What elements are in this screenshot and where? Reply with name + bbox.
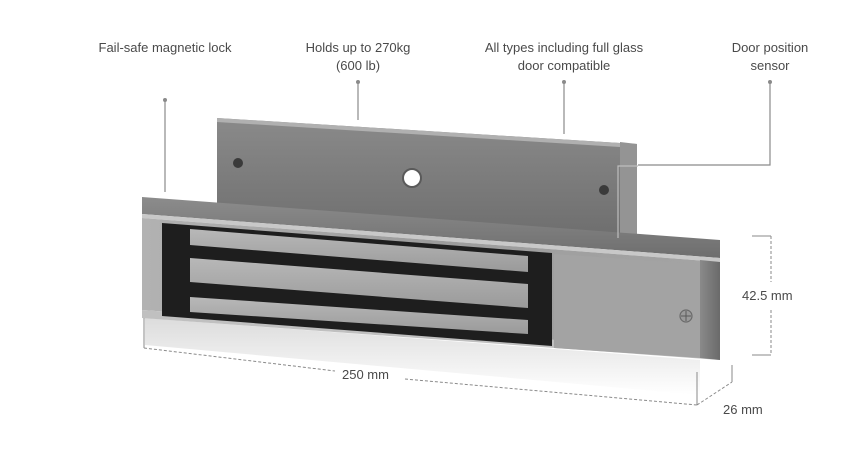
- dimension-depth-label: 26 mm: [723, 402, 763, 417]
- callout-fail-safe-text: Fail-safe magnetic lock: [98, 40, 232, 55]
- coil-strip-bottom: [190, 297, 528, 334]
- callout-door-sensor-line2: sensor: [750, 58, 790, 73]
- callout-door-compat-line1: All types including full glass: [484, 40, 644, 55]
- callout-fail-safe: Fail-safe magnetic lock: [75, 39, 255, 57]
- dimension-height-label: 42.5 mm: [742, 288, 793, 303]
- coil-strip-middle: [190, 258, 528, 308]
- lock-body: [142, 197, 720, 360]
- dim-length-line-left: [143, 347, 336, 372]
- dimension-lines: [143, 235, 772, 406]
- dim-length-line-right: [404, 378, 698, 406]
- callout-leaders: [163, 80, 772, 238]
- callout-door-sensor-line1: Door position: [731, 40, 809, 55]
- leader-door-sensor: [638, 82, 771, 166]
- dimension-length-label: 250 mm: [342, 367, 389, 382]
- coil-strip-top: [190, 229, 528, 272]
- dim-depth-line: [696, 381, 733, 406]
- sensor-panel: [554, 254, 700, 358]
- callout-door-sensor: Door position sensor: [710, 39, 830, 75]
- floor-reflection: [145, 318, 700, 395]
- callout-door-compat-line2: door compatible: [517, 58, 611, 73]
- callout-door-compat: All types including full glass door comp…: [464, 39, 664, 75]
- callout-holding-force-line1: Holds up to 270kg: [305, 40, 411, 55]
- bracket-screw-hole-right: [599, 185, 609, 195]
- callout-holding-force-line2: (600 lb): [335, 58, 381, 73]
- callout-holding-force: Holds up to 270kg (600 lb): [283, 39, 433, 75]
- bracket-center-hole: [402, 168, 422, 188]
- bracket-screw-hole-left: [233, 158, 243, 168]
